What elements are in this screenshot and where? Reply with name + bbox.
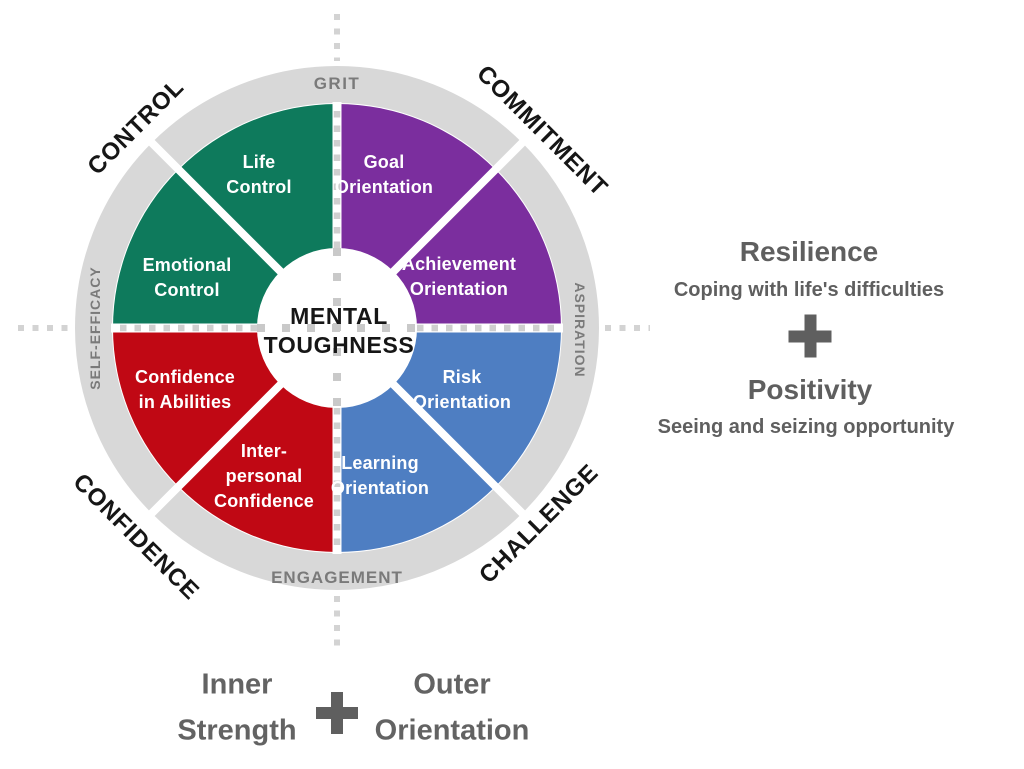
plus-icon xyxy=(316,692,358,734)
inner-strength-label: Inner Strength xyxy=(177,668,297,747)
positivity-title: Positivity xyxy=(747,373,873,405)
diagonal-separator-se xyxy=(383,374,529,520)
ring-label-self-efficacy: SELF-EFFICACY xyxy=(86,266,103,390)
segment-label-interpersonal-confidence: Inter- personal Confidence xyxy=(213,440,315,511)
center-label: MENTAL TOUGHNESS xyxy=(263,303,415,358)
segment-label-emotional-control: Emotional Control xyxy=(142,255,232,300)
resilience-title: Resilience xyxy=(739,235,879,267)
segment-label-achievement-orientation: Achievement Orientation xyxy=(401,254,517,299)
diagonal-separator-ne xyxy=(383,136,529,282)
segment-label-goal-orientation: Goal Orientation xyxy=(334,152,434,197)
ring-label-engagement: ENGAGEMENT xyxy=(271,567,403,587)
ring-label-grit: GRIT xyxy=(313,73,361,93)
diagonal-separator-sw xyxy=(145,374,291,520)
ring-label-aspiration: ASPIRATION xyxy=(572,282,589,378)
segment-label-risk-orientation: Risk Orientation xyxy=(412,367,512,412)
segment-label-life-control: Life Control xyxy=(226,152,292,197)
segment-label-learning-orientation: Learning Orientation xyxy=(330,453,430,498)
plus-icon xyxy=(789,315,832,358)
positivity-subtitle: Seeing and seizing opportunity xyxy=(657,416,955,438)
outer-ring xyxy=(75,66,599,590)
outer-orientation-label: Outer Orientation xyxy=(374,668,530,747)
segment-label-confidence-in-abilities: Confidence in Abilities xyxy=(134,367,236,412)
resilience-subtitle: Coping with life's difficulties xyxy=(673,279,945,301)
diagonal-separator-nw xyxy=(145,136,291,282)
